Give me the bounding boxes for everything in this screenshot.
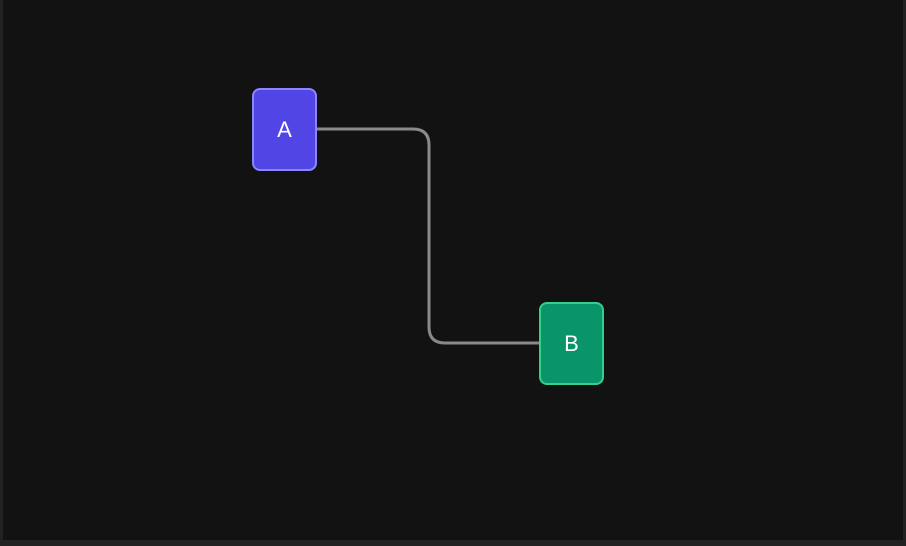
node-a[interactable]: A <box>252 88 317 171</box>
edge-layer <box>315 127 541 345</box>
diagram-canvas[interactable]: A B <box>3 0 903 540</box>
node-a-label: A <box>277 116 292 142</box>
node-b-label: B <box>564 330 579 356</box>
edge-a-to-b[interactable] <box>315 127 541 345</box>
node-b[interactable]: B <box>539 302 604 385</box>
